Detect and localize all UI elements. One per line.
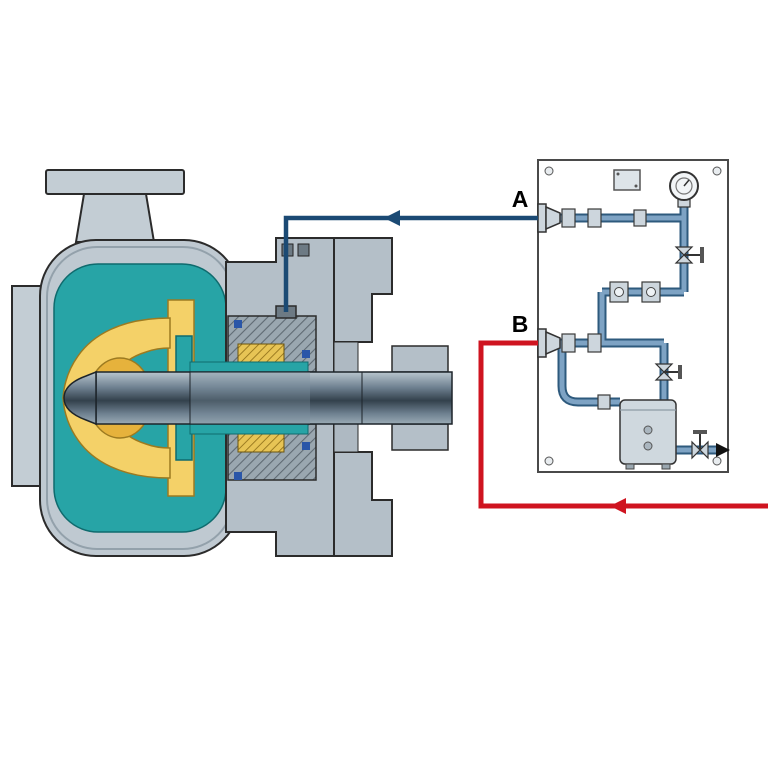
- line-a-path: [283, 215, 538, 312]
- line-b-return: [478, 340, 768, 514]
- shaft-body: [95, 371, 453, 425]
- junction-box: [613, 169, 641, 191]
- tube-fitting: [597, 394, 611, 410]
- o-ring-top-left: [234, 320, 242, 328]
- box-screw-icon: [634, 184, 638, 188]
- adapter-arm-top: [333, 237, 393, 343]
- o-ring-lower: [302, 442, 310, 450]
- flow-indicator: [641, 281, 661, 303]
- port-b-flange: [537, 328, 561, 358]
- panel-screw-icon: [712, 166, 722, 176]
- shaft-sleeve-lower: [189, 423, 309, 435]
- sight-glass-icon: [643, 425, 653, 435]
- o-ring-bottom-left: [234, 472, 242, 480]
- outlet-valve-icon: [691, 430, 709, 460]
- panel-screw-icon: [544, 456, 554, 466]
- line-b-arrow-icon: [610, 498, 626, 514]
- seal-pot: [619, 399, 677, 470]
- needle-valve-icon: [674, 246, 704, 264]
- tube-fitting: [587, 208, 602, 228]
- port-a-flange: [537, 203, 561, 233]
- shaft-nose-cone: [63, 370, 97, 426]
- inline-valve-icon: [654, 363, 682, 381]
- bearing-block-bottom: [391, 423, 449, 451]
- sight-glass-icon: [643, 441, 653, 451]
- line-a-supply: [283, 210, 538, 312]
- line-a-arrow-icon: [384, 210, 400, 226]
- pump-cross-section: [11, 169, 453, 557]
- flow-indicator: [609, 281, 629, 303]
- outlet-arrow-icon: [716, 443, 730, 457]
- port-b-label: B: [512, 311, 529, 337]
- tube-fitting: [561, 333, 576, 353]
- pressure-gauge-icon: [669, 171, 699, 208]
- bearing-block-top: [391, 345, 449, 373]
- seal-support-panel: [537, 159, 730, 473]
- pump-shaft: [63, 370, 453, 426]
- tube-union: [633, 209, 647, 227]
- tube-fitting: [587, 333, 602, 353]
- adapter-arm-bottom: [333, 451, 393, 557]
- tube-fitting: [561, 208, 576, 228]
- shaft-sleeve-section: [190, 372, 310, 424]
- o-ring-upper: [302, 350, 310, 358]
- discharge-flange: [45, 169, 185, 195]
- shaft-sleeve-upper: [189, 361, 309, 373]
- panel-screw-icon: [544, 166, 554, 176]
- panel-screw-icon: [712, 456, 722, 466]
- port-a-label: A: [512, 186, 529, 212]
- suction-flange: [11, 285, 43, 487]
- discharge-neck: [74, 193, 156, 243]
- cover-stud-right: [297, 243, 310, 257]
- box-screw-icon: [616, 172, 620, 176]
